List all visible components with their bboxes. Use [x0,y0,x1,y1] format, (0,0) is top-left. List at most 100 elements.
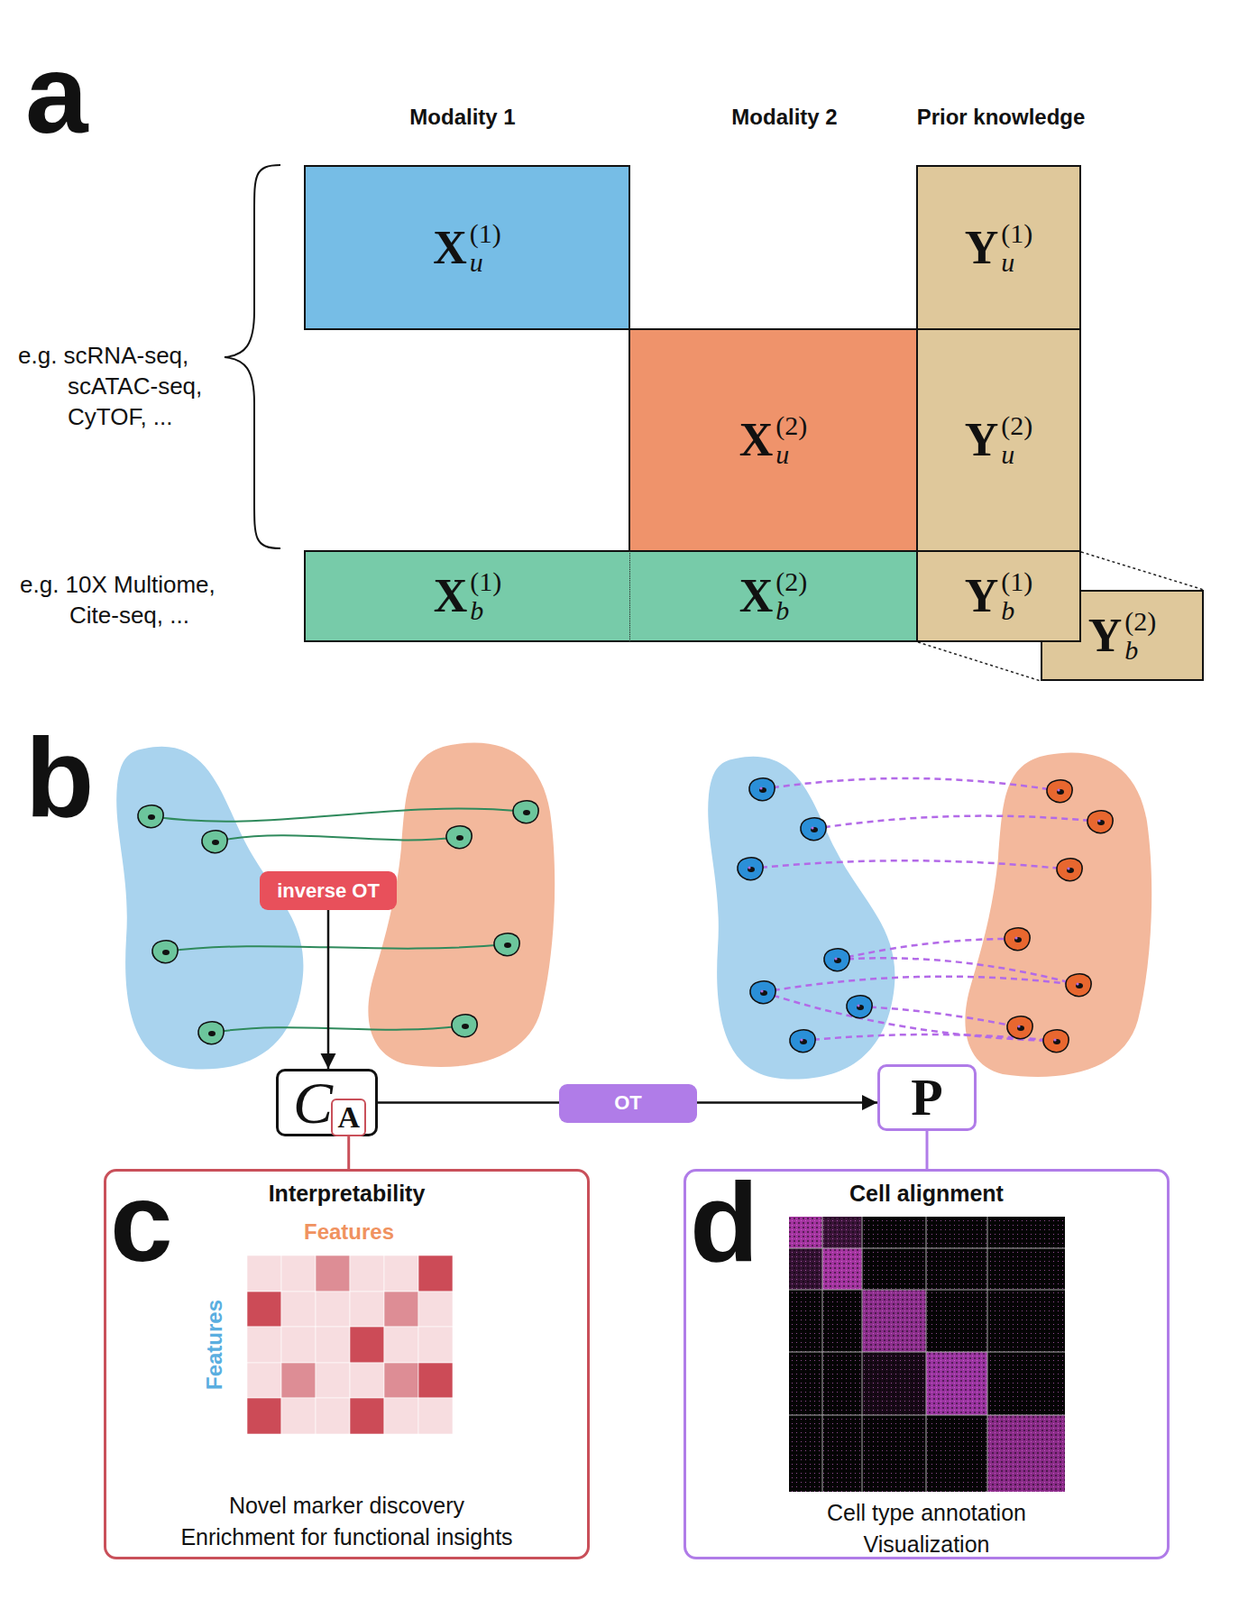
alignment-matrix [789,1216,1065,1492]
axis-label: Features [258,1218,440,1246]
subscript-index: u [775,440,808,468]
matrix-texture [789,1216,1065,1492]
superscript-index: (1) [469,220,502,248]
script-stack: (1)u [469,220,502,276]
green-cell [513,800,539,824]
panel-letter: a [25,36,89,150]
script-stack: (1)b [1000,568,1033,624]
heat-cell [418,1362,453,1398]
heat-cell [418,1291,453,1327]
matrix-symbol: Y(1)b [964,568,1034,624]
green-cell [446,825,472,849]
heat-cell [281,1362,316,1398]
modality1-blob [707,756,895,1080]
blue-cell [737,857,763,881]
orange-cell [1065,973,1092,997]
heat-cell [418,1397,453,1434]
blue-cell [824,948,850,972]
heat-cell [315,1362,350,1398]
coupling-link [750,860,1070,870]
script-stack: (1)b [469,568,502,624]
coupling-link [813,816,1101,829]
heat-cell [349,1397,385,1434]
matrix-symbol: X(2)b [739,568,808,624]
connector [926,1130,929,1169]
heat-cell [384,1397,419,1434]
heat-cell [247,1255,282,1292]
superscript-index: (2) [775,412,808,440]
blob-group [707,756,895,1080]
superscript-index: (2) [1124,607,1157,635]
matrix-block: X(1)u [303,165,631,331]
subscript-index: b [1124,636,1157,664]
panel-letter: b [25,720,94,834]
panel-use: Cell type annotation [686,1498,1167,1526]
orange-cell [1004,927,1030,951]
heat-cell [384,1291,419,1327]
subscript-index: b [469,596,502,624]
heat-cell [384,1362,419,1398]
grid-line [987,1216,989,1492]
coupling-link [761,778,1060,791]
example-note: e.g. 10X Multiome, Cite-seq, ... [19,568,259,631]
green-cell [152,940,178,964]
subscript-index: u [1000,248,1033,276]
matrix-grid [789,1216,1065,1492]
panel-letter: d [689,1165,759,1278]
subscript-index: b [1000,596,1033,624]
matrix-letter: Y [1088,612,1123,660]
matrix-letter: X [739,416,774,464]
green-cell [198,1021,224,1045]
orange-cell [1043,1029,1069,1053]
orange-cell [1056,858,1083,881]
heat-cell [315,1326,350,1363]
column-heading: Modality 2 [694,103,875,131]
matrix-letter: X [433,572,468,620]
heat-cell [349,1255,385,1292]
pair-link [211,1025,465,1033]
superscript-index: (1) [469,568,502,596]
coupling-link [836,938,1018,960]
coupling-link [859,1006,1020,1028]
subscript-index: u [469,248,502,276]
heat-cell [281,1326,316,1363]
matrix-block: Y(1)b [916,550,1082,643]
heat-cell [349,1326,385,1363]
blue-cell [750,981,776,1004]
feature-heatmap [247,1255,453,1434]
matrix-letter: X [739,572,774,620]
panel-letter: c [110,1165,174,1278]
heat-cell [247,1326,282,1363]
matrix-symbol: Y(1)u [964,220,1034,276]
script-stack: (2)b [1124,607,1157,664]
perspective-line [1081,551,1204,590]
curly-bracket [224,165,281,549]
orange-cell [1046,779,1073,803]
pair-link [214,834,459,842]
superscript-index: (2) [775,568,808,596]
panel-heading: Interpretability [106,1179,588,1207]
pair-link [165,944,507,952]
modality2-blob [964,752,1152,1076]
panel-use: Novel marker discovery [106,1491,588,1519]
heat-cell [315,1291,350,1327]
heat-cell [315,1255,350,1292]
matrix-symbol: Y(2)u [964,412,1034,468]
transport-plan-box: P [877,1064,977,1131]
ot-couplings [750,778,1101,1041]
matrix-symbol: Y(2)b [1088,607,1157,664]
matrix-block: Y(2)u [916,328,1082,552]
grid-line [789,1351,1065,1353]
orange-cell [1087,810,1113,834]
parameter-symbol: A [330,1098,367,1137]
matrix-block: X(2)u [628,328,918,552]
pill-text: inverse OT [276,879,380,903]
grid-line [862,1216,863,1492]
heat-cell [281,1291,316,1327]
plan-symbol: P [910,1071,943,1124]
edge-label: OT [559,1083,698,1123]
perspective-line [917,642,1041,681]
superscript-index: (2) [1000,412,1033,440]
cost-function-box: CA [275,1068,378,1137]
column-heading: Prior knowledge [883,103,1119,131]
